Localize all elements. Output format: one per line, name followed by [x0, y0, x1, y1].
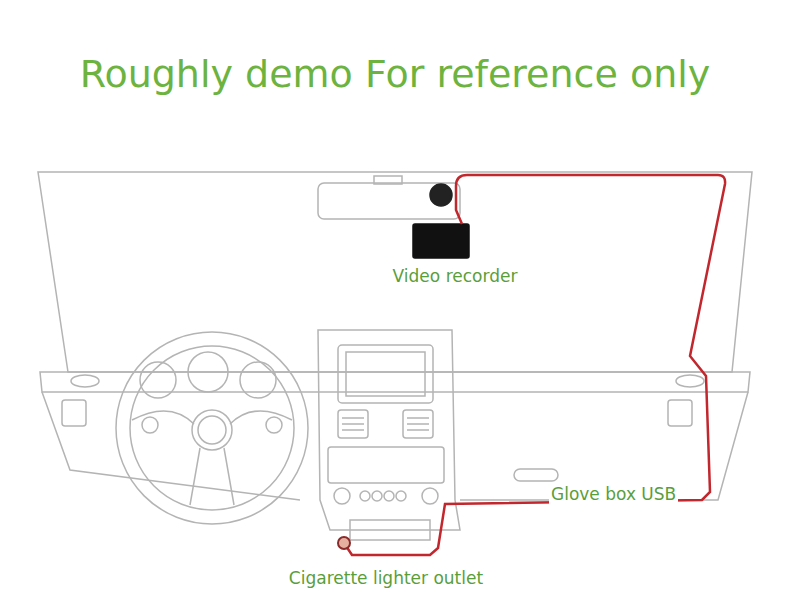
gauge [188, 352, 228, 392]
steering-hub [192, 410, 232, 450]
vent [676, 375, 704, 387]
mirror-mount [374, 176, 402, 184]
callout-label: Video recorder [391, 266, 520, 286]
callout-label: Glove box USB [549, 484, 678, 504]
radio-panel [328, 447, 444, 483]
title: Roughly demo For reference only [80, 52, 711, 96]
knob [422, 488, 438, 504]
center-console [318, 330, 460, 530]
lighter-socket [338, 537, 350, 549]
side-vent [62, 400, 86, 426]
vent-slats [342, 418, 429, 430]
steering-hub [198, 416, 226, 444]
side-vent [668, 400, 692, 426]
windshield [38, 172, 752, 372]
steering-spokes [132, 411, 292, 505]
gauge [140, 362, 176, 398]
button [372, 491, 382, 501]
camera-mount [430, 184, 452, 206]
gauge [240, 362, 276, 398]
steering-wheel [130, 346, 294, 510]
button [266, 417, 282, 433]
button [384, 491, 394, 501]
button [360, 491, 370, 501]
screen [338, 345, 433, 403]
dash-cam [413, 224, 469, 258]
glove-box-handle [514, 469, 558, 481]
screen [346, 352, 425, 396]
power-cable [346, 175, 725, 555]
vent [71, 375, 99, 387]
button [142, 417, 158, 433]
dashboard-top [40, 372, 750, 392]
steering-wheel [116, 332, 308, 524]
knob [334, 488, 350, 504]
callout-label: Cigarette lighter outlet [287, 568, 485, 588]
button [396, 491, 406, 501]
lower-panel [350, 520, 430, 540]
rear-mirror [318, 183, 460, 219]
